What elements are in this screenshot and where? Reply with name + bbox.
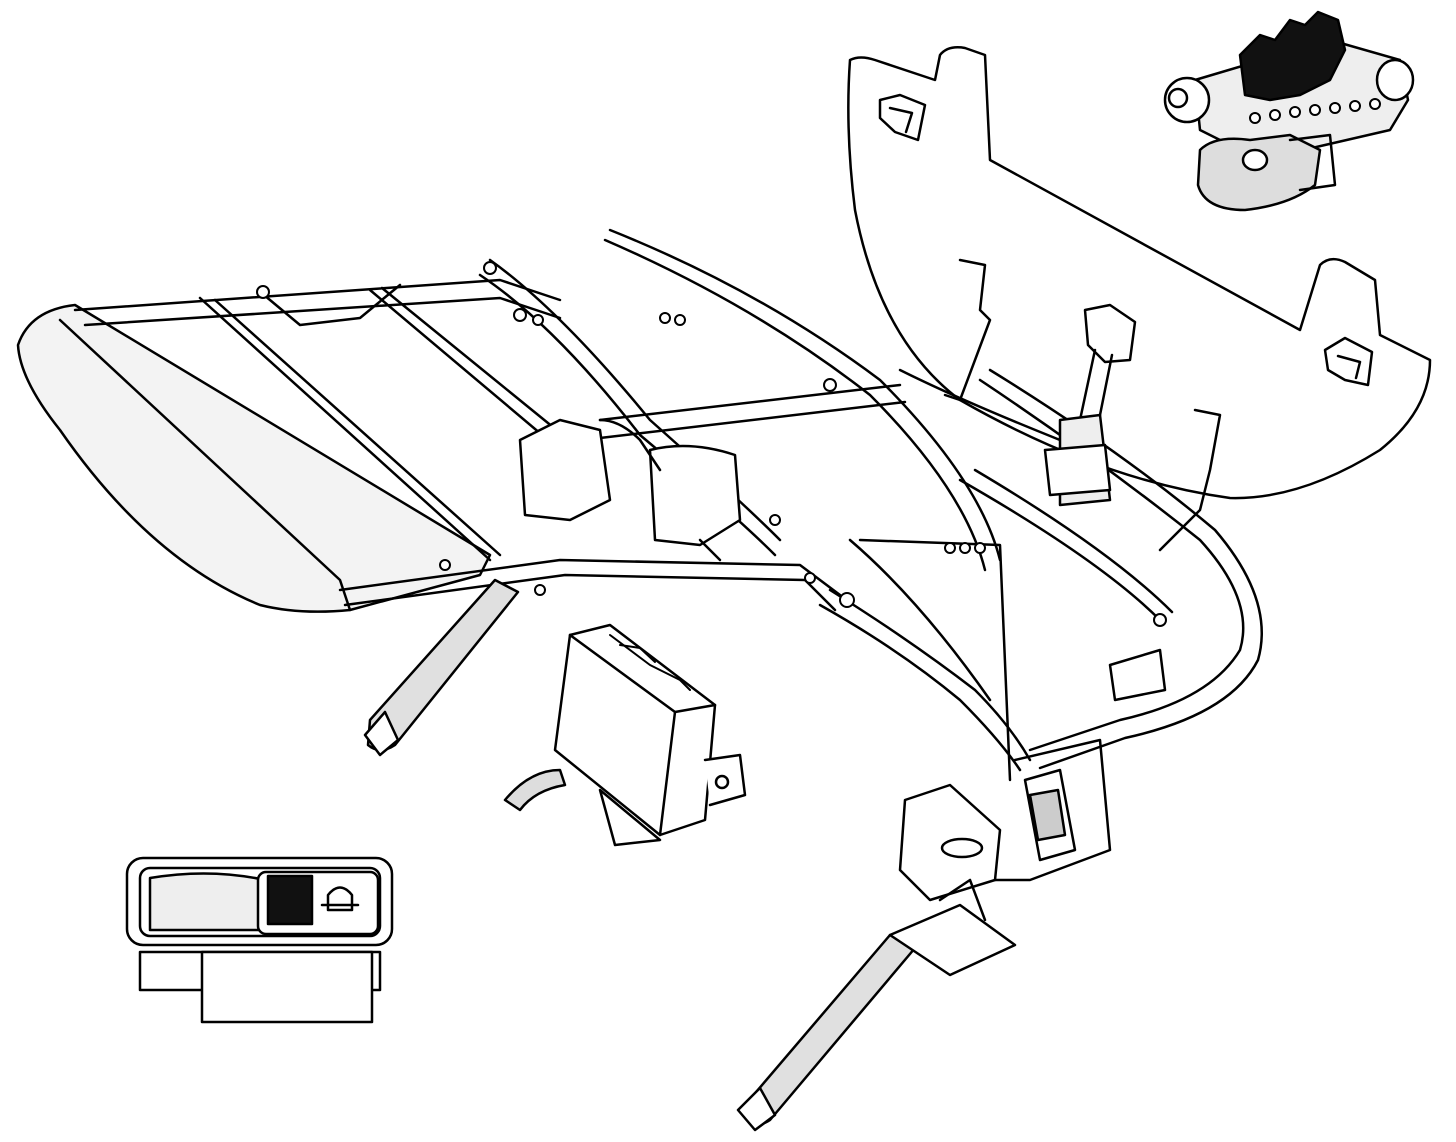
front-roof-panel-icon [16,303,492,613]
roof-switch-icon [125,856,394,1024]
control-module-icon [503,623,747,847]
convertible-roof-frame-icon [73,228,1263,782]
left-mounting-strap-icon [363,578,520,757]
right-mounting-strap-icon [736,933,917,1132]
tonneau-cover-panel-icon [847,46,1432,500]
latch-motor-icon [1023,768,1077,862]
hydraulic-cylinder-icon [943,258,1222,552]
hydraulic-pump-unit-icon [1163,10,1415,212]
right-pivot-bracket-icon [888,738,1112,977]
